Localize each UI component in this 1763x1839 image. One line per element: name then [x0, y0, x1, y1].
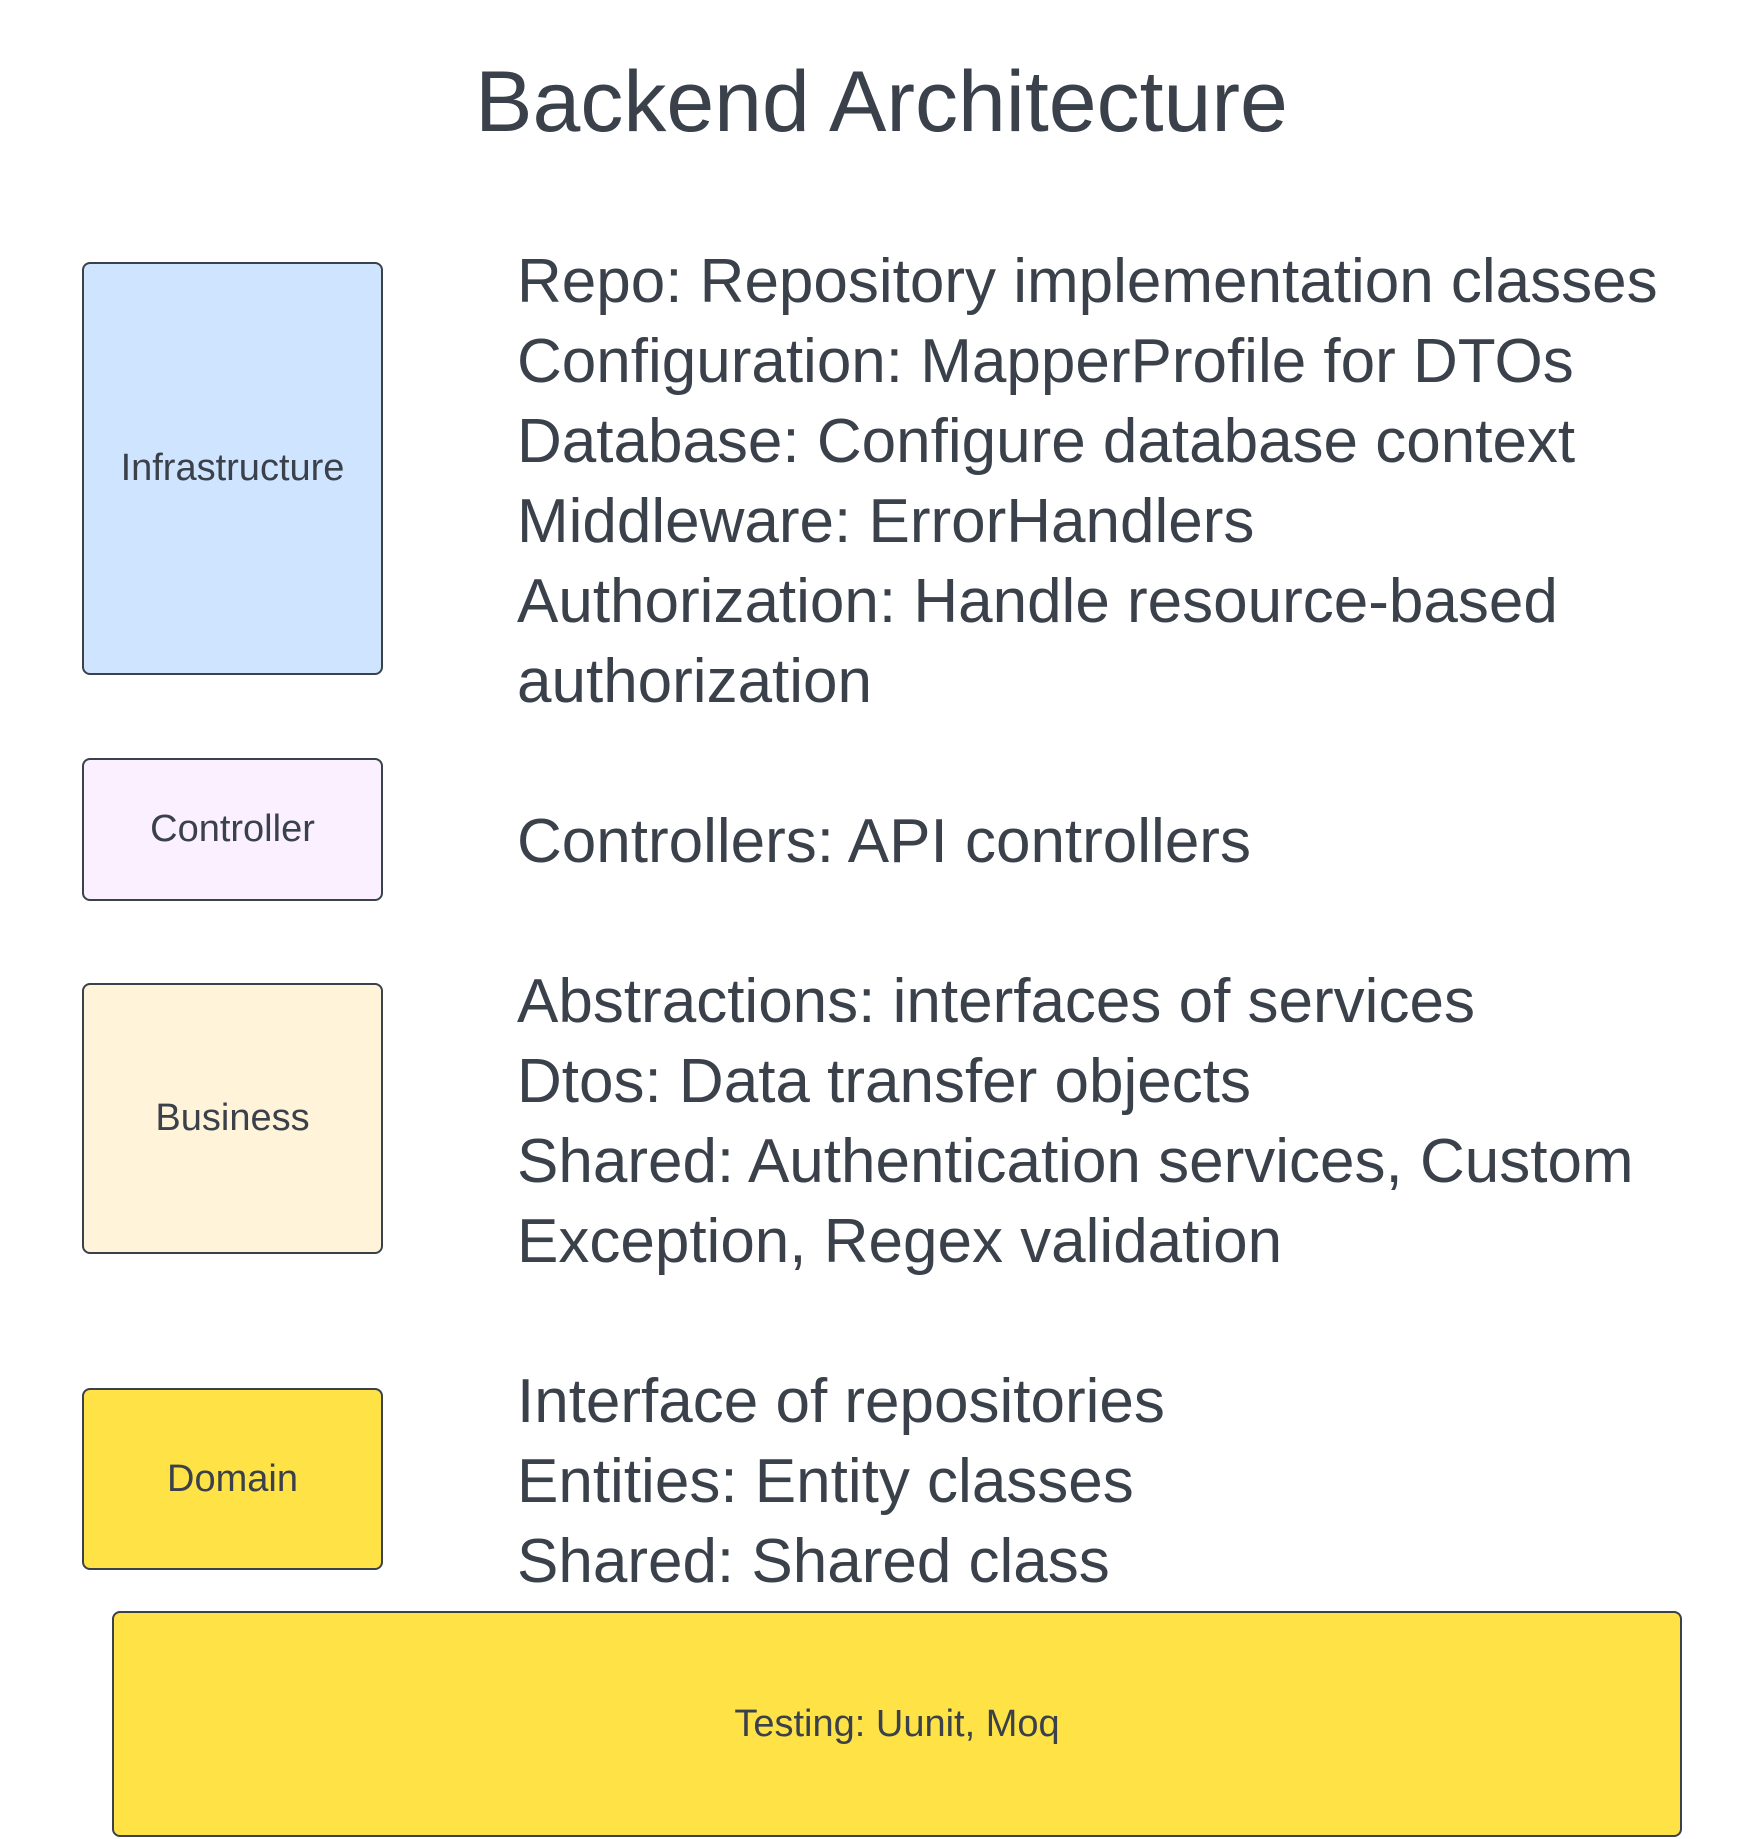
infrastructure-line: Middleware: ErrorHandlers: [517, 487, 1255, 556]
domain-label: Domain: [167, 1457, 298, 1500]
infrastructure-line: Database: Configure database context: [517, 407, 1576, 476]
controller-description: Controllers: API controllers: [517, 802, 1251, 882]
testing-box: Testing: Uunit, Moq: [112, 1611, 1682, 1837]
domain-line: Interface of repositories: [517, 1367, 1165, 1436]
business-description: Abstractions: interfaces of services Dto…: [517, 962, 1634, 1282]
business-line: Shared: Authentication services, Custom: [517, 1127, 1634, 1196]
testing-label: Testing: Uunit, Moq: [734, 1702, 1060, 1745]
infrastructure-line: Configuration: MapperProfile for DTOs: [517, 327, 1574, 396]
domain-line: Entities: Entity classes: [517, 1447, 1134, 1516]
domain-line: Shared: Shared class: [517, 1527, 1110, 1596]
controller-box: Controller: [82, 758, 383, 901]
business-line: Abstractions: interfaces of services: [517, 967, 1475, 1036]
infrastructure-description: Repo: Repository implementation classes …: [517, 242, 1658, 722]
infrastructure-box: Infrastructure: [82, 262, 383, 675]
domain-box: Domain: [82, 1388, 383, 1570]
domain-description: Interface of repositories Entities: Enti…: [517, 1362, 1165, 1602]
business-line: Exception, Regex validation: [517, 1207, 1283, 1276]
infrastructure-label: Infrastructure: [120, 447, 345, 489]
diagram-title: Backend Architecture: [475, 54, 1288, 150]
business-box: Business: [82, 983, 383, 1254]
infrastructure-line: Authorization: Handle resource-based: [517, 567, 1558, 636]
infrastructure-line: Repo: Repository implementation classes: [517, 247, 1658, 316]
business-line: Dtos: Data transfer objects: [517, 1047, 1251, 1116]
business-label: Business: [155, 1097, 310, 1139]
infrastructure-line: authorization: [517, 647, 873, 716]
controller-label: Controller: [150, 808, 315, 850]
controller-line: Controllers: API controllers: [517, 807, 1251, 876]
